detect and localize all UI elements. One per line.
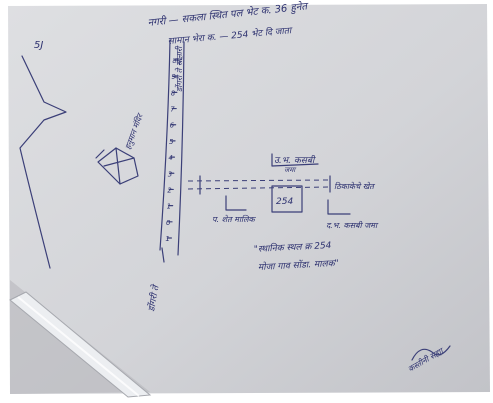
road-point-label: 1 xyxy=(165,235,169,243)
corner-mark: 5J xyxy=(34,40,43,51)
road-edge-right xyxy=(177,41,185,256)
north-sub-label: जमा xyxy=(284,166,296,174)
structure-inner-lines xyxy=(103,147,135,185)
road-point-label: 1 xyxy=(167,203,171,211)
road-end-tick xyxy=(161,247,165,263)
road-edge-left xyxy=(159,39,171,251)
road-point-label: 4 xyxy=(168,154,172,162)
plot-box xyxy=(271,185,303,213)
road-point-label: 0 xyxy=(166,219,171,227)
east-label: ठिकाकेचे खेत xyxy=(334,181,375,191)
paper-sheet xyxy=(8,4,490,394)
north-label: उ.भ. कसबी xyxy=(274,154,316,166)
south-bracket xyxy=(327,199,351,215)
road-point-label: 6 xyxy=(170,122,175,130)
south-label: द.भ. कसबी जमा xyxy=(326,220,379,230)
west-bracket xyxy=(225,195,247,211)
road-label: डोंगरी ते सोनारी xyxy=(174,45,184,92)
road-point-label: 2 xyxy=(167,186,172,194)
road-point-label: 7 xyxy=(170,106,175,114)
pen-highlight xyxy=(17,296,140,397)
structure-marker xyxy=(95,149,105,159)
plot-number: 254 xyxy=(276,197,293,207)
signature-flourish xyxy=(411,345,451,361)
road-point-label: 3 xyxy=(168,170,172,178)
road-point-label: 8 xyxy=(171,89,176,97)
plot-north-boundary xyxy=(187,179,331,182)
road-point-label: ठाई xyxy=(172,56,183,65)
boundary-outline-left xyxy=(19,55,67,269)
road-point-label: 5 xyxy=(169,138,174,146)
structure-outline xyxy=(97,147,139,185)
north-bracket xyxy=(271,153,319,167)
west-label: प. शेत मालिक xyxy=(212,214,257,224)
road-point-label: 9 xyxy=(171,73,176,81)
plot-south-boundary xyxy=(187,186,331,190)
road-chainage-points: ठाई 9 8 7 6 5 4 3 2 1 0 1 xyxy=(165,56,183,243)
